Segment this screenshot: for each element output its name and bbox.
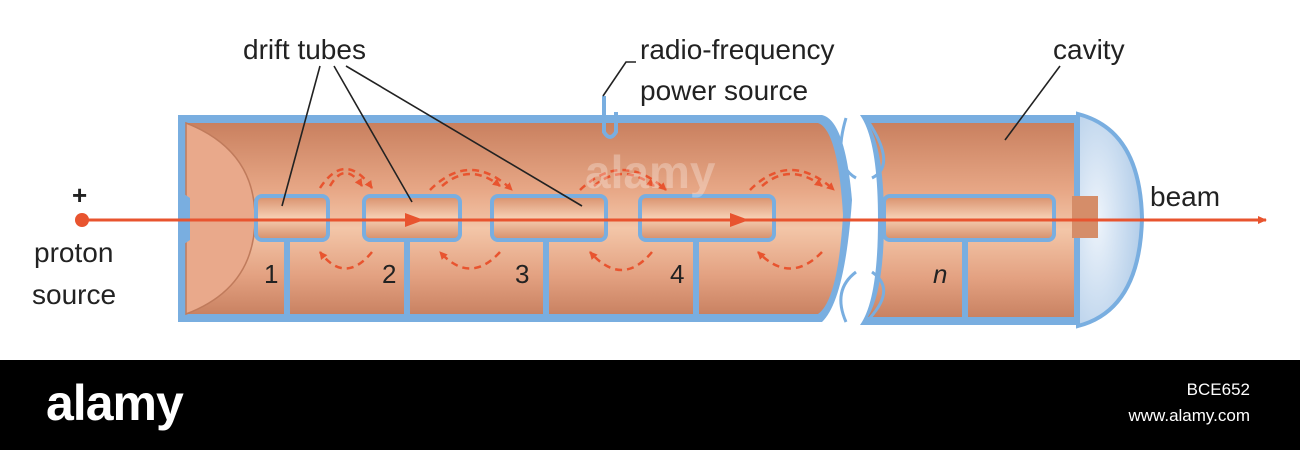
break-marks bbox=[839, 117, 886, 324]
tube-number-3: 3 bbox=[515, 259, 529, 289]
rf-feed bbox=[602, 96, 618, 139]
proton-source-dot bbox=[75, 213, 89, 227]
leader-lines bbox=[281, 61, 1061, 207]
tube-number-n: n bbox=[933, 259, 947, 289]
label-plus: + bbox=[72, 180, 87, 210]
footer-url: www.alamy.com bbox=[1128, 406, 1250, 425]
tube-number-4: 4 bbox=[670, 259, 684, 289]
label-rf-line1: radio-frequency bbox=[640, 34, 835, 65]
tube-number-1: 1 bbox=[264, 259, 278, 289]
drift-tube-3 bbox=[490, 194, 608, 242]
field-lines bbox=[318, 167, 835, 272]
label-cavity: cavity bbox=[1053, 34, 1125, 65]
support-posts bbox=[284, 240, 968, 318]
label-rf-line2: power source bbox=[640, 75, 808, 106]
label-proton-line2: source bbox=[32, 279, 116, 310]
drift-tube-4 bbox=[638, 194, 776, 242]
beam-line bbox=[75, 213, 1267, 227]
linac-diagram: alamy drift tubes radio-frequency power … bbox=[32, 34, 1267, 329]
drift-tube-1 bbox=[254, 194, 330, 242]
label-beam: beam bbox=[1150, 181, 1220, 212]
drift-tubes bbox=[254, 194, 1056, 242]
footer-logo: alamy bbox=[46, 375, 184, 431]
label-proton-line1: proton bbox=[34, 237, 113, 268]
drift-tube-n bbox=[882, 194, 1056, 242]
tube-number-2: 2 bbox=[382, 259, 396, 289]
watermark-footer: alamy BCE652 www.alamy.com bbox=[0, 360, 1300, 450]
footer-image-id: BCE652 bbox=[1186, 380, 1250, 399]
label-drift-tubes: drift tubes bbox=[243, 34, 366, 65]
watermark: alamy bbox=[585, 146, 716, 198]
